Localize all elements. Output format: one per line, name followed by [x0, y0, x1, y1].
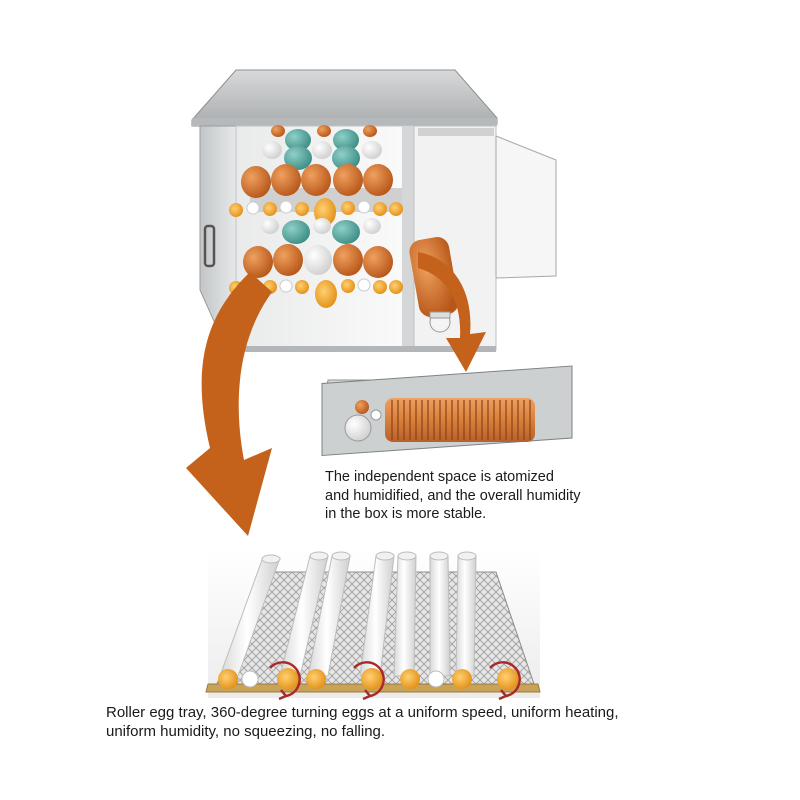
egg [243, 246, 273, 278]
egg [284, 146, 312, 170]
rotation-arrow-icon [269, 661, 521, 701]
egg [363, 246, 393, 278]
door-handle[interactable] [203, 224, 216, 268]
humidifier-detail [321, 365, 573, 457]
small-curved-arrow-icon [418, 252, 486, 372]
egg [362, 141, 382, 159]
humidifier-caption-line: in the box is more stable. [325, 506, 487, 522]
egg [363, 164, 393, 196]
atomizer [344, 414, 372, 442]
compartment-divider [402, 126, 416, 350]
egg [273, 244, 303, 276]
egg [301, 164, 331, 196]
egg [332, 220, 360, 244]
upper-egg-tray [229, 125, 403, 226]
egg [261, 218, 279, 234]
egg [317, 125, 331, 137]
tray-rollers [219, 551, 477, 677]
lower-egg-tray [229, 218, 403, 308]
egg-compartment [235, 125, 415, 351]
egg [304, 245, 332, 275]
heater-coil [385, 398, 535, 442]
egg [271, 164, 301, 196]
egg [262, 141, 282, 159]
egg [312, 141, 332, 159]
egg [332, 146, 360, 170]
humidifier-caption: The independent space is atomized and hu… [325, 468, 581, 524]
egg [241, 166, 271, 198]
incubator-cabinet [191, 69, 557, 352]
egg [313, 218, 331, 234]
tray-caption-line: uniform humidity, no squeezing, no falli… [106, 723, 386, 740]
egg [333, 164, 363, 196]
egg [333, 244, 363, 276]
roller-caps-upper [229, 198, 403, 226]
egg [363, 218, 381, 234]
cabinet-right-panel [413, 125, 497, 351]
egg [333, 129, 359, 151]
cabinet-roof-lip [192, 118, 497, 126]
egg [271, 125, 285, 137]
tray-caption-line: Roller egg tray, 360-degree turning eggs… [106, 704, 619, 721]
egg [282, 220, 310, 244]
egg [285, 129, 311, 151]
cabinet-roof [191, 69, 498, 127]
roller-gear-caps [218, 668, 519, 690]
large-curved-arrow-icon [186, 272, 272, 536]
water-tank-window [495, 135, 557, 279]
tray-caption: Roller egg tray, 360-degree turning eggs… [106, 703, 619, 741]
roller-egg-tray [205, 548, 541, 701]
egg [363, 125, 377, 137]
humidifier-caption-line: The independent space is atomized [325, 469, 554, 485]
humidifier-caption-line: and humidified, and the overall humidity [325, 487, 581, 504]
